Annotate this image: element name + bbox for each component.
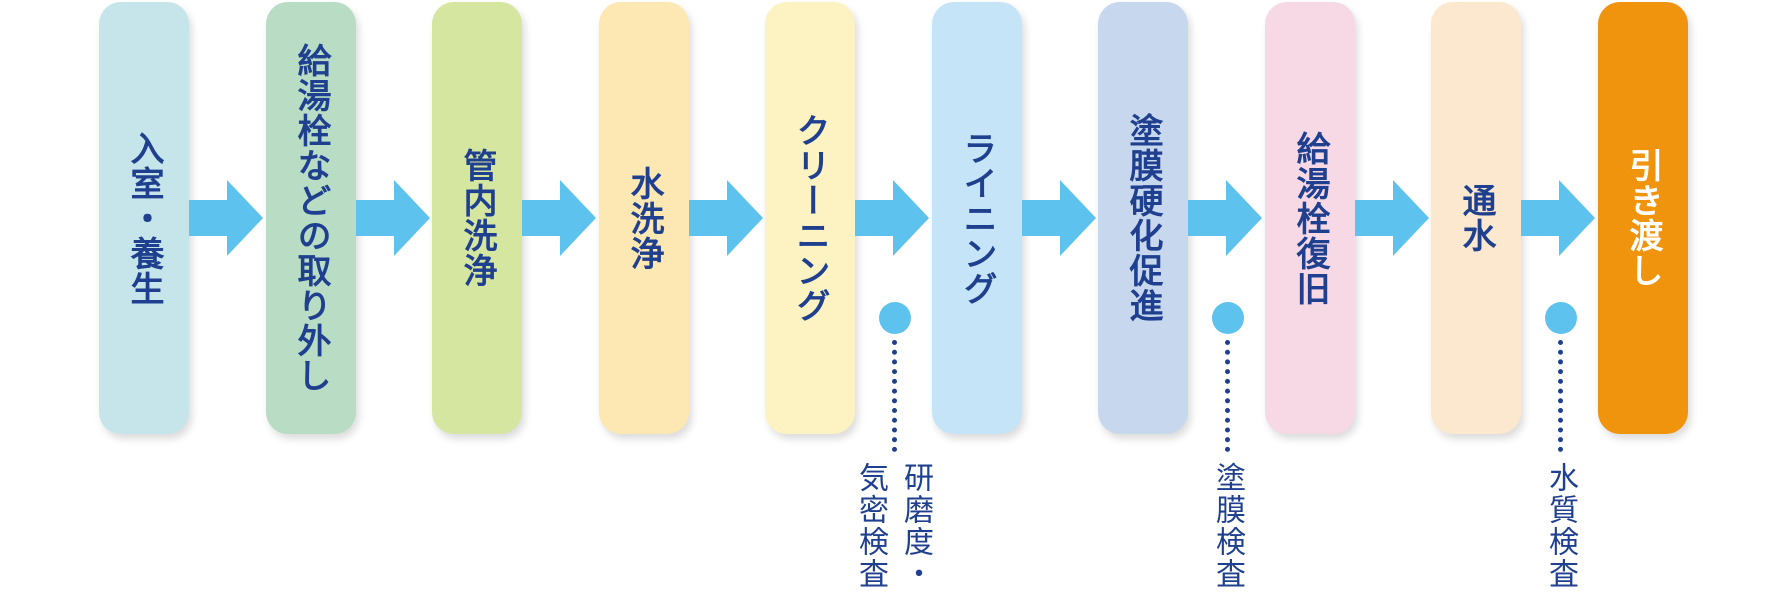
inspection-marker-dot	[1212, 302, 1244, 334]
step-label: ライニング	[957, 130, 997, 306]
arrow-right-icon	[1521, 180, 1595, 256]
step-box-water-flush: 水洗浄	[599, 2, 689, 434]
step-label: 管内洗浄	[457, 148, 497, 288]
step-box-faucet-restore: 給湯栓復旧	[1265, 2, 1355, 434]
inspection-dotted-line	[1558, 340, 1563, 452]
step-box-entry-protection: 入室・養生	[99, 2, 189, 434]
arrow-right-icon	[1188, 180, 1262, 256]
inspection-dotted-line	[892, 340, 897, 452]
step-label: 給湯栓復旧	[1290, 130, 1330, 306]
inspection-label-water-quality: 水質検査	[1543, 462, 1578, 590]
step-label: 給湯栓などの取り外し	[291, 43, 331, 393]
arrow-right-icon	[689, 180, 763, 256]
inspection-label-coating: 塗膜検査	[1210, 462, 1245, 590]
step-label: 塗膜硬化促進	[1123, 113, 1163, 323]
step-label: 入室・養生	[124, 130, 164, 306]
arrow-right-icon	[189, 180, 263, 256]
inspection-label-polish-airtight: 研磨度・ 気密検査	[853, 462, 933, 590]
step-box-water-supply: 通水	[1431, 2, 1521, 434]
step-box-faucet-removal: 給湯栓などの取り外し	[266, 2, 356, 434]
arrow-right-icon	[522, 180, 596, 256]
step-label: クリーニング	[790, 113, 830, 323]
step-box-lining: ライニング	[932, 2, 1022, 434]
step-box-pipe-cleaning: 管内洗浄	[432, 2, 522, 434]
arrow-right-icon	[1355, 180, 1429, 256]
arrow-right-icon	[356, 180, 430, 256]
arrow-right-icon	[1022, 180, 1096, 256]
step-label: 水洗浄	[624, 165, 664, 271]
step-box-coating-cure: 塗膜硬化促進	[1098, 2, 1188, 434]
arrow-right-icon	[855, 180, 929, 256]
step-label: 引き渡し	[1623, 148, 1663, 288]
step-box-cleaning: クリーニング	[765, 2, 855, 434]
step-box-handover: 引き渡し	[1598, 2, 1688, 434]
inspection-marker-dot	[1545, 302, 1577, 334]
inspection-marker-dot	[879, 302, 911, 334]
inspection-dotted-line	[1225, 340, 1230, 452]
step-label: 通水	[1456, 183, 1496, 253]
